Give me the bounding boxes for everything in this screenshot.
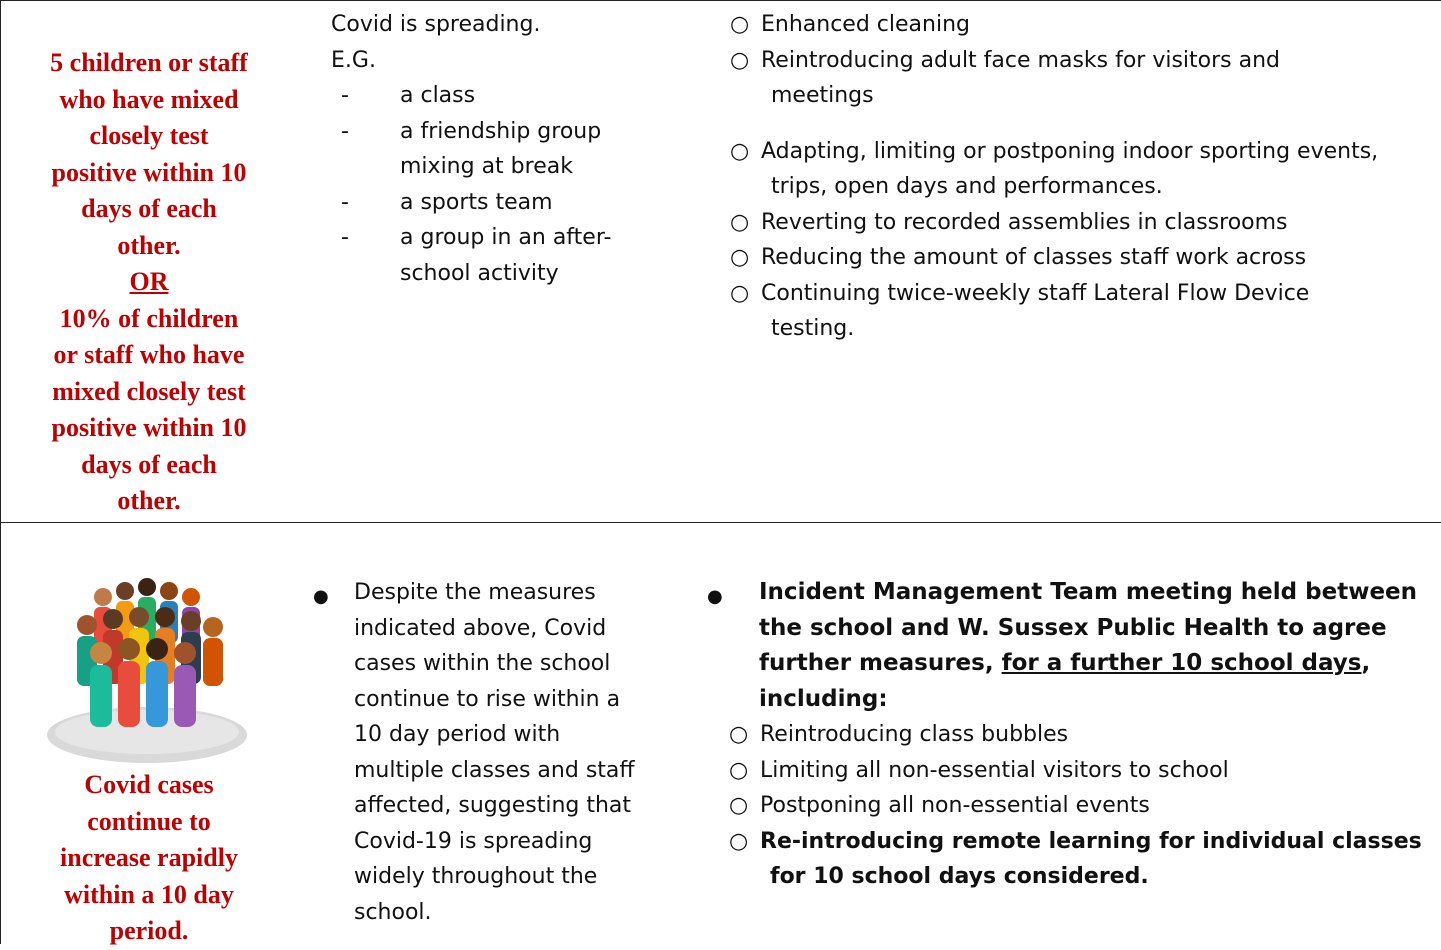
threshold-line: 10% of children: [59, 303, 239, 333]
spread-description: Covid is spreading. E.G. a class a frien…: [331, 7, 651, 291]
threshold-line: or staff who have: [53, 340, 245, 369]
measures-column: ○ Enhanced cleaning ○ Reintroducing adul…: [721, 7, 1436, 347]
list-item: a group in an after-school activity: [331, 220, 640, 291]
list-item: ○ Enhanced cleaning: [721, 7, 1436, 43]
criteria-line: Covid cases: [84, 770, 214, 799]
threshold-line: other.: [117, 230, 181, 260]
circle-bullet-icon: ○: [730, 47, 750, 73]
threshold-line: closely test: [89, 121, 209, 150]
list-item: a sports team: [331, 185, 651, 221]
circle-bullet-icon: ○: [730, 12, 750, 37]
circle-bullet-icon: ○: [729, 793, 749, 818]
measure-text: Continuing twice-weekly staff Lateral Fl…: [761, 280, 1310, 306]
rise-text: Despite the measures indicated above, Co…: [354, 580, 635, 925]
criteria-line: within a 10 day: [64, 879, 234, 909]
measure-text: Enhanced cleaning: [761, 12, 970, 37]
circle-bullet-icon: ○: [729, 722, 749, 747]
circle-bullet-icon: ○: [730, 138, 750, 164]
list-item: ○ Reintroducing adult face masks for vis…: [721, 43, 1436, 114]
bullet-dot-icon: ●: [707, 586, 723, 607]
measure-text-cont: trips, open days and performances.: [771, 174, 1163, 199]
spread-intro: Covid is spreading.: [331, 12, 541, 37]
measure-text: Reverting to recorded assemblies in clas…: [761, 209, 1288, 235]
list-item: a class: [331, 78, 651, 114]
further-measures: ● Incident Management Team meeting held …: [696, 575, 1436, 895]
measure-text: Postponing all non-essential events: [760, 793, 1150, 818]
list-item: ○ Adapting, limiting or postponing indoo…: [721, 134, 1436, 205]
criteria-line: period.: [109, 916, 189, 945]
imt-heading-end: , including:: [759, 650, 1371, 712]
rise-description: ● Despite the measures indicated above, …: [283, 575, 643, 930]
bullet-dot-icon: ●: [313, 586, 329, 607]
circle-bullet-icon: ○: [729, 828, 749, 854]
table-row: 5 children or staff who have mixed close…: [1, 0, 1441, 522]
threshold-line: who have mixed: [59, 84, 239, 114]
measure-text: Limiting all non-essential visitors to s…: [760, 757, 1229, 783]
measure-text-cont: testing.: [771, 316, 855, 341]
threshold-line: positive within 10: [51, 413, 247, 442]
or-label: OR: [129, 267, 169, 296]
list-item: ○ Reintroducing class bubbles: [720, 717, 1436, 753]
threshold-line: positive within 10: [51, 157, 247, 187]
examples-list: a class a friendship group mixing at bre…: [331, 78, 651, 291]
circle-bullet-icon: ○: [730, 209, 750, 235]
threshold-line: 5 children or staff: [50, 48, 248, 77]
measure-text-cont: for 10 school days considered.: [770, 864, 1149, 889]
measure-text: Adapting, limiting or postponing indoor …: [761, 138, 1379, 164]
measures-list: ○ Enhanced cleaning ○ Reintroducing adul…: [721, 7, 1436, 347]
list-item: ○ Reducing the amount of classes staff w…: [721, 240, 1436, 276]
measure-text: Re-introducing remote learning for indiv…: [760, 828, 1422, 854]
threshold-line: days of each: [81, 194, 217, 223]
list-item: ○ Postponing all non-essential events: [720, 788, 1436, 824]
circle-bullet-icon: ○: [729, 757, 749, 783]
list-item: ○ Continuing twice-weekly staff Lateral …: [721, 276, 1436, 347]
measure-text: Reintroducing adult face masks for visit…: [761, 47, 1281, 73]
circle-bullet-icon: ○: [730, 280, 750, 306]
threshold-line: other.: [117, 486, 181, 515]
threshold-line: mixed closely test: [52, 376, 246, 406]
measure-text: Reducing the amount of classes staff wor…: [761, 245, 1307, 270]
imt-heading-duration: for a further 10 school days: [1001, 650, 1362, 676]
measure-text-cont: meetings: [771, 83, 874, 108]
list-item: a friendship group mixing at break: [331, 114, 630, 185]
list-item: ○ Limiting all non-essential visitors to…: [720, 753, 1436, 789]
crowd-of-people-icon: [47, 578, 247, 763]
imt-heading-text: Incident Management Team meeting held be…: [759, 579, 1418, 676]
list-item: ○ Reverting to recorded assemblies in cl…: [721, 205, 1436, 241]
threshold-line: days of each: [81, 449, 217, 479]
measure-text: Reintroducing class bubbles: [760, 722, 1069, 747]
criteria-line: continue to: [87, 806, 211, 836]
list-item: ○ Re-introducing remote learning for ind…: [720, 824, 1436, 895]
escalation-criteria: Covid cases continue to increase rapidly…: [39, 767, 259, 950]
table-row: Covid cases continue to increase rapidly…: [1, 522, 1441, 945]
threshold-criteria: 5 children or staff who have mixed close…: [39, 45, 259, 520]
criteria-line: increase rapidly: [60, 843, 238, 872]
circle-bullet-icon: ○: [730, 245, 750, 270]
further-measures-list: ○ Reintroducing class bubbles ○ Limiting…: [720, 717, 1436, 895]
examples-label: E.G.: [331, 47, 376, 73]
imt-heading: ● Incident Management Team meeting held …: [696, 575, 1436, 717]
